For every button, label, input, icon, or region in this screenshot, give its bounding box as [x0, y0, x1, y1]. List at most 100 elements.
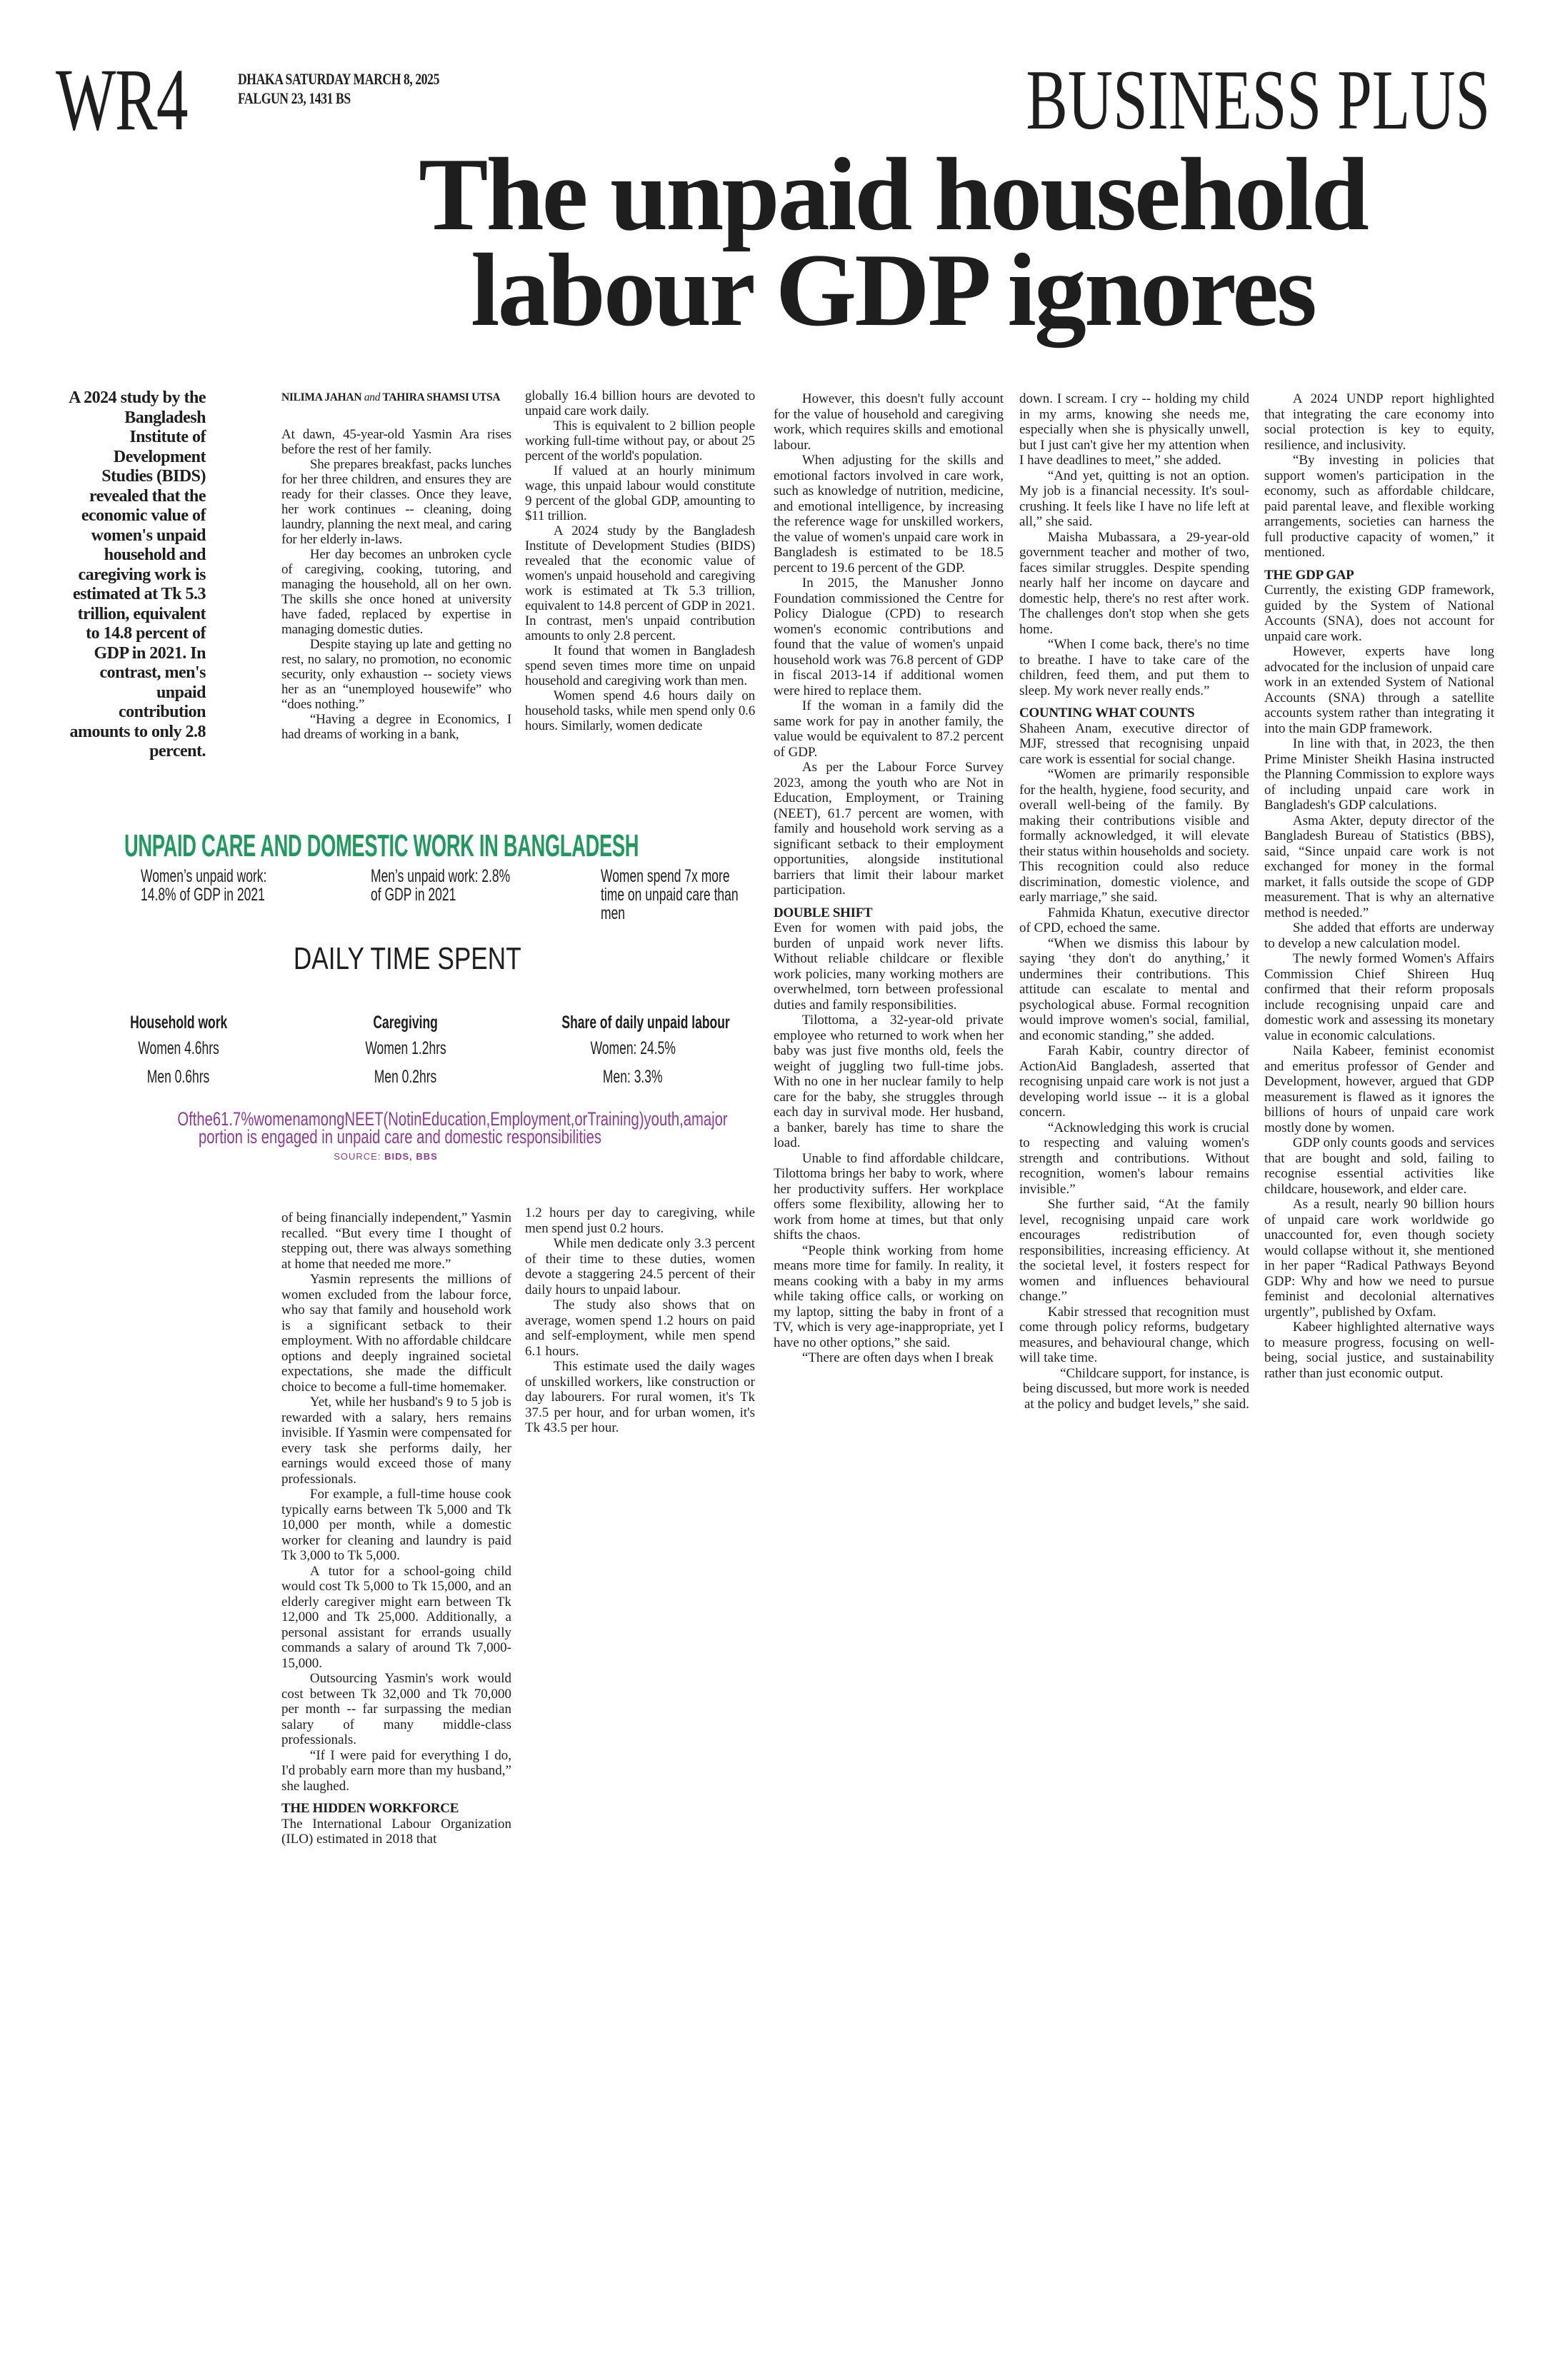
article-paragraph: As per the Labour Force Survey 2023, amo… — [774, 760, 1004, 898]
byline-conjunction: and — [364, 391, 381, 403]
article-paragraph: “When I come back, there's no time to br… — [1019, 637, 1249, 698]
infographic-stat-women-gdp: Women’s unpaid work: 14.8% of GDP in 202… — [141, 866, 267, 905]
infographic-stat-time-ratio: Women spend 7x more time on unpaid care … — [601, 866, 739, 923]
section-subheading: COUNTING WHAT COUNTS — [1019, 706, 1195, 720]
page-number: WR4 — [56, 51, 189, 149]
infographic-neet-note: Ofthe61.7%womenamongNEET(NotinEducation,… — [86, 1110, 727, 1147]
article-paragraph: Asma Akter, deputy director of the Bangl… — [1264, 813, 1494, 920]
cell-text: Women: 24.5% — [590, 1038, 676, 1058]
source-label: SOURCE: — [334, 1151, 381, 1162]
table-cell-share-women: Women: 24.5% — [526, 1038, 740, 1059]
cell-text: Men 0.2hrs — [374, 1067, 437, 1087]
article-paragraph: The newly formed Women's Affairs Commiss… — [1264, 951, 1494, 1043]
table-cell-household-men: Men 0.6hrs — [71, 1067, 286, 1088]
article-paragraph: She further said, “At the family level, … — [1019, 1197, 1249, 1304]
headline-line-1: The unpaid household — [419, 136, 1369, 252]
article-paragraph: The study also shows that on average, wo… — [525, 1297, 755, 1359]
article-column-5: A 2024 UNDP report highlighted that inte… — [1264, 391, 1494, 1381]
article-paragraph: “Women are primarily responsible for the… — [1019, 767, 1249, 905]
table-cell-caregiving-women: Women 1.2hrs — [299, 1038, 513, 1059]
article-paragraph: Farah Kabir, country director of ActionA… — [1019, 1043, 1249, 1120]
article-paragraph: “Acknowledging this work is crucial to r… — [1019, 1120, 1249, 1197]
header-text: Caregiving — [373, 1013, 439, 1033]
article-paragraph: “Childcare support, for instance, is bei… — [1022, 1365, 1249, 1412]
article-paragraph: Kabeer highlighted alternative ways to m… — [1264, 1320, 1494, 1381]
note-line-1: Ofthe61.7%womenamongNEET(NotinEducation,… — [177, 1108, 728, 1130]
article-paragraph: Unable to find affordable childcare, Til… — [774, 1150, 1004, 1243]
article-paragraph: Tilottoma, a 32-year-old private employe… — [774, 1013, 1004, 1150]
article-column-1-top: At dawn, 45-year-old Yasmin Ara rises be… — [281, 427, 511, 742]
article-column-2-bottom: 1.2 hours per day to caregiving, while m… — [525, 1205, 755, 1436]
daily-time-spent-label: DAILY TIME SPENT — [293, 941, 521, 976]
article-paragraph: However, experts have long advocated for… — [1264, 644, 1494, 736]
table-cell-share-men: Men: 3.3% — [526, 1067, 740, 1088]
article-column-1-bottom: of being financially independent,” Yasmi… — [281, 1210, 511, 1847]
article-paragraph: For example, a full-time house cook typi… — [281, 1487, 511, 1563]
author-2: TAHIRA SHAMSI UTSA — [382, 391, 501, 403]
infographic-subtitle: DAILY TIME SPENT — [143, 941, 671, 977]
deck-summary: A 2024 study by the Bangladesh Institute… — [69, 388, 206, 760]
byline: NILIMA JAHAN and TAHIRA SHAMSI UTSA — [281, 392, 511, 403]
article-paragraph: A tutor for a school-going child would c… — [281, 1563, 511, 1671]
infographic-source: SOURCE: BIDS, BBS — [271, 1151, 500, 1162]
article-paragraph: Shaheen Anam, executive director of MJF,… — [1019, 720, 1249, 767]
article-paragraph: “When we dismiss this labour by saying ‘… — [1019, 935, 1249, 1043]
article-paragraph: When adjusting for the skills and emotio… — [774, 453, 1004, 576]
headline: The unpaid household labour GDP ignores — [307, 136, 1479, 348]
article-paragraph: of being financially independent,” Yasmi… — [281, 1210, 511, 1272]
article-paragraph: She added that efforts are underway to d… — [1264, 920, 1494, 951]
article-column-3: However, this doesn't fully account for … — [774, 391, 1004, 1366]
article-paragraph: Currently, the existing GDP framework, g… — [1264, 583, 1494, 644]
article-paragraph: Her day becomes an unbroken cycle of car… — [281, 547, 511, 637]
article-paragraph: Yasmin represents the millions of women … — [281, 1272, 511, 1395]
table-header-share: Share of daily unpaid labour — [526, 1013, 740, 1033]
article-paragraph: At dawn, 45-year-old Yasmin Ara rises be… — [281, 427, 511, 457]
article-paragraph: globally 16.4 billion hours are devoted … — [525, 388, 755, 418]
article-paragraph: Even for women with paid jobs, the burde… — [774, 920, 1004, 1013]
table-cell-household-women: Women 4.6hrs — [71, 1038, 286, 1059]
article-paragraph: Maisha Mubassara, a 29-year-old governme… — [1019, 529, 1249, 637]
article-paragraph: While men dedicate only 3.3 percent of t… — [525, 1236, 755, 1297]
section-subheading: DOUBLE SHIFT — [774, 905, 873, 920]
cell-text: Women 1.2hrs — [365, 1038, 446, 1058]
source-value: BIDS, BBS — [384, 1151, 438, 1162]
article-paragraph: Naila Kabeer, feminist economist and eme… — [1264, 1043, 1494, 1135]
header-text: Household work — [129, 1013, 228, 1033]
article-paragraph: “By investing in policies that support w… — [1264, 453, 1494, 560]
article-paragraph: Yet, while her husband's 9 to 5 job is r… — [281, 1395, 511, 1487]
table-header-caregiving: Caregiving — [299, 1013, 513, 1033]
article-paragraph: A 2024 study by the Bangladesh Institute… — [525, 523, 755, 643]
section-subheading: THE HIDDEN WORKFORCE — [281, 1801, 459, 1816]
article-paragraph: If the woman in a family did the same wo… — [774, 698, 1004, 760]
article-paragraph: Kabir stressed that recognition must com… — [1019, 1304, 1249, 1366]
table-cell-caregiving-men: Men 0.2hrs — [299, 1067, 513, 1088]
article-paragraph: If valued at an hourly minimum wage, thi… — [525, 463, 755, 523]
dateline-bengali-date: FALGUN 23, 1431 BS — [238, 89, 351, 107]
article-paragraph: This estimate used the daily wages of un… — [525, 1359, 755, 1435]
article-paragraph: The International Labour Organization (I… — [281, 1816, 511, 1847]
article-paragraph: It found that women in Bangladesh spend … — [525, 643, 755, 688]
article-paragraph: This is equivalent to 2 billion people w… — [525, 418, 755, 463]
infographic-title: UNPAID CARE AND DOMESTIC WORK IN BANGLAD… — [124, 828, 639, 863]
dateline-date: DHAKA SATURDAY MARCH 8, 2025 — [238, 70, 439, 88]
cell-text: Men 0.6hrs — [147, 1067, 210, 1087]
article-paragraph: 1.2 hours per day to caregiving, while m… — [525, 1205, 755, 1236]
article-paragraph: Fahmida Khatun, executive director of CP… — [1019, 905, 1249, 936]
article-paragraph: down. I scream. I cry -- holding my chil… — [1019, 391, 1249, 468]
section-subheading: THE GDP GAP — [1264, 567, 1354, 583]
article-paragraph: As a result, nearly 90 billion hours of … — [1264, 1197, 1494, 1320]
article-paragraph: Despite staying up late and getting no r… — [281, 637, 511, 712]
header-text: Share of daily unpaid labour — [561, 1013, 730, 1033]
article-column-4: down. I scream. I cry -- holding my chil… — [1019, 391, 1249, 1412]
headline-line-2: labour GDP ignores — [471, 232, 1317, 348]
article-paragraph: “Having a degree in Economics, I had dre… — [281, 712, 511, 742]
article-column-2-top: globally 16.4 billion hours are devoted … — [525, 388, 755, 733]
article-paragraph: GDP only counts goods and services that … — [1264, 1135, 1494, 1197]
article-paragraph: In 2015, the Manusher Jonno Foundation c… — [774, 576, 1004, 698]
infographic-stat-men-gdp: Men’s unpaid work: 2.8% of GDP in 2021 — [371, 866, 511, 905]
article-paragraph: “People think working from home means mo… — [774, 1242, 1004, 1350]
article-paragraph: In line with that, in 2023, the then Pri… — [1264, 736, 1494, 813]
article-paragraph: However, this doesn't fully account for … — [774, 391, 1004, 453]
author-1: NILIMA JAHAN — [281, 391, 362, 403]
article-paragraph: She prepares breakfast, packs lunches fo… — [281, 457, 511, 547]
